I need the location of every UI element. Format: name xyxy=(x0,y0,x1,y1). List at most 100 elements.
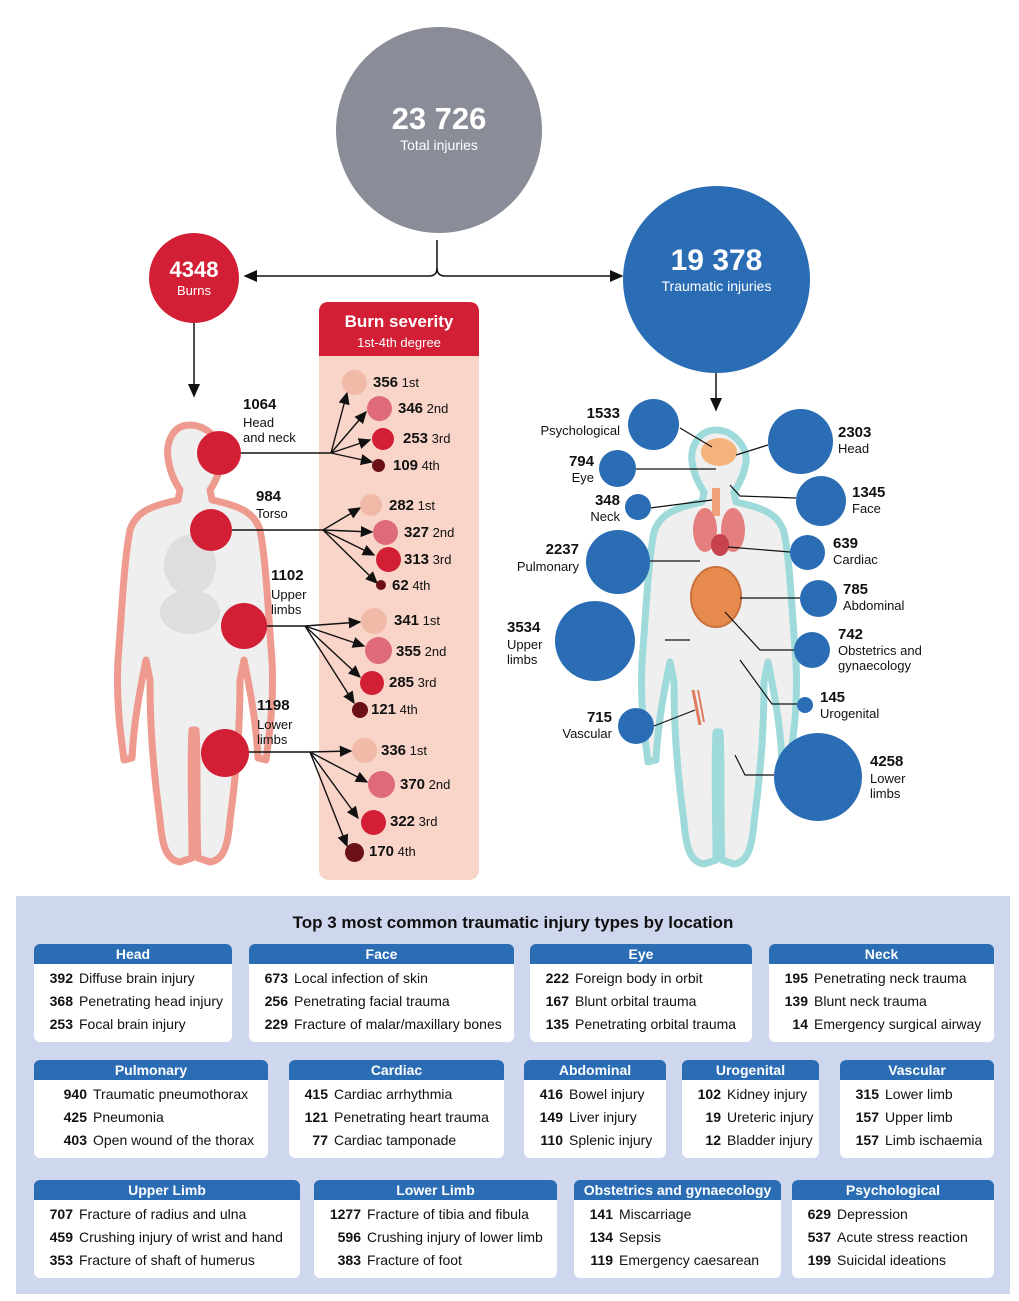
injury-type: Splenic injury xyxy=(569,1132,653,1148)
injury-type: Penetrating heart trauma xyxy=(334,1109,489,1125)
severity-head-1: 356 1st xyxy=(373,374,419,391)
injury-count: 416 xyxy=(539,1086,563,1102)
injury-type: Fracture of malar/maxillary bones xyxy=(294,1016,502,1032)
trauma-urogenital-circle xyxy=(797,697,813,713)
burn-region-lower-limbs-label: Lower limbs xyxy=(257,717,293,747)
severity-upper-1: 341 1st xyxy=(394,612,440,629)
deg2-circle xyxy=(373,520,398,545)
injury-row: 199 Suicidal ideations xyxy=(792,1249,994,1272)
injury-row: 121 Penetrating heart trauma xyxy=(289,1106,504,1129)
severity-upper-4: 121 4th xyxy=(371,701,418,718)
trauma-abdominal-circle xyxy=(800,580,837,617)
injury-count: 199 xyxy=(807,1252,831,1268)
trauma-obgyn-value: 742 xyxy=(838,626,864,643)
injury-card-title: Neck xyxy=(769,944,994,964)
injury-type: Penetrating orbital trauma xyxy=(575,1016,737,1032)
total-label: Total injuries xyxy=(400,137,478,153)
severity-torso-2: 327 2nd xyxy=(404,524,455,541)
injury-type: Depression xyxy=(837,1206,908,1222)
injury-card-title: Lower Limb xyxy=(314,1180,557,1200)
trauma-neck-label: Neck xyxy=(590,509,620,524)
injury-count: 383 xyxy=(337,1252,361,1268)
injury-count: 673 xyxy=(264,970,288,986)
uterus-icon xyxy=(690,566,742,628)
injury-card-title: Upper Limb xyxy=(34,1180,300,1200)
injury-type: Cardiac arrhythmia xyxy=(334,1086,453,1102)
injury-type: Diffuse brain injury xyxy=(79,970,195,986)
injury-count: 229 xyxy=(264,1016,288,1032)
injury-type: Fracture of foot xyxy=(367,1252,462,1268)
severity-torso-1: 282 1st xyxy=(389,497,435,514)
injury-count: 19 xyxy=(705,1109,721,1125)
injury-row: 19 Ureteric injury xyxy=(682,1106,819,1129)
trauma-face-circle xyxy=(796,476,846,526)
injury-row: 629 Depression xyxy=(792,1203,994,1226)
traumatic-value: 19 378 xyxy=(670,244,763,277)
injury-card-title: Eye xyxy=(530,944,752,964)
injury-count: 135 xyxy=(545,1016,569,1032)
deg4-circle xyxy=(376,580,386,590)
deg3-circle xyxy=(360,671,384,695)
injury-card-title: Cardiac xyxy=(289,1060,504,1080)
trauma-cardiac-value: 639 xyxy=(833,535,859,552)
brain-icon xyxy=(701,438,737,466)
body-outline-right xyxy=(637,426,801,868)
injury-type: Ureteric injury xyxy=(727,1109,814,1125)
deg2-circle xyxy=(367,396,392,421)
trauma-vascular-circle xyxy=(618,708,654,744)
injury-count: 940 xyxy=(63,1086,87,1102)
injury-type: Bowel injury xyxy=(569,1086,645,1102)
injury-count: 629 xyxy=(807,1206,831,1222)
burn-region-upper-limbs-value: 1102 xyxy=(271,567,304,584)
trauma-cardiac-circle xyxy=(790,535,825,570)
trauma-urogenital-value: 145 xyxy=(820,689,846,706)
injury-card-title: Pulmonary xyxy=(34,1060,268,1080)
injury-row: 416 Bowel injury xyxy=(524,1083,666,1106)
trauma-vascular-label: Vascular xyxy=(562,726,612,741)
injury-type: Suicidal ideations xyxy=(837,1252,946,1268)
trauma-upper-limbs-value: 3534 xyxy=(507,619,541,636)
injury-count: 425 xyxy=(63,1109,87,1125)
injury-count: 392 xyxy=(49,970,73,986)
injury-type: Crushing injury of wrist and hand xyxy=(79,1229,283,1245)
burn-region-lower-limbs-value: 1198 xyxy=(257,697,290,714)
severity-lower-2: 370 2nd xyxy=(400,776,451,793)
injury-count: 121 xyxy=(304,1109,328,1125)
severity-head-4: 109 4th xyxy=(393,457,440,474)
severity-lower-4: 170 4th xyxy=(369,843,416,860)
injury-type: Penetrating facial trauma xyxy=(294,993,450,1009)
injury-type: Penetrating neck trauma xyxy=(814,970,967,986)
deg1-circle xyxy=(342,370,367,395)
trauma-psychological-circle xyxy=(628,399,679,450)
injury-count: 157 xyxy=(855,1109,879,1125)
injury-card-title: Psychological xyxy=(792,1180,994,1200)
injury-count: 368 xyxy=(49,993,73,1009)
injury-count: 119 xyxy=(590,1252,613,1268)
injury-count: 403 xyxy=(63,1132,87,1148)
trauma-lower-limbs-label: Lower limbs xyxy=(870,771,906,801)
injury-count: 1277 xyxy=(329,1206,361,1222)
injury-row: 383 Fracture of foot xyxy=(314,1249,557,1272)
injury-count: 12 xyxy=(705,1132,721,1148)
